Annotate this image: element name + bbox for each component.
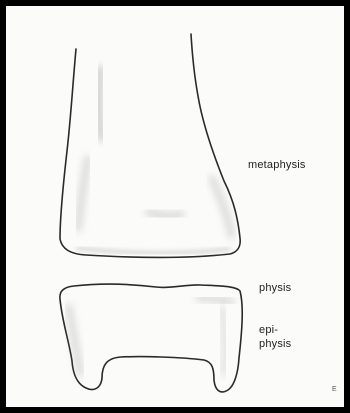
label-metaphysis: metaphysis	[248, 159, 306, 172]
label-epiphysis-line2: physis	[259, 337, 291, 351]
label-epiphysis-line1: epi-	[259, 323, 291, 337]
label-epiphysis: epi- physis	[259, 323, 291, 351]
label-physis: physis	[259, 282, 291, 295]
illustration-frame: metaphysis physis epi- physis E	[6, 6, 344, 407]
metaphysis-bone	[60, 34, 240, 258]
metaphysis-outline	[60, 34, 240, 258]
epiphysis-bone	[60, 284, 242, 392]
metaphysis-shading	[99, 66, 102, 141]
metaphysis-shading	[146, 211, 184, 216]
artist-signature: E	[332, 386, 337, 393]
bone-growth-plate-drawing	[6, 6, 344, 407]
